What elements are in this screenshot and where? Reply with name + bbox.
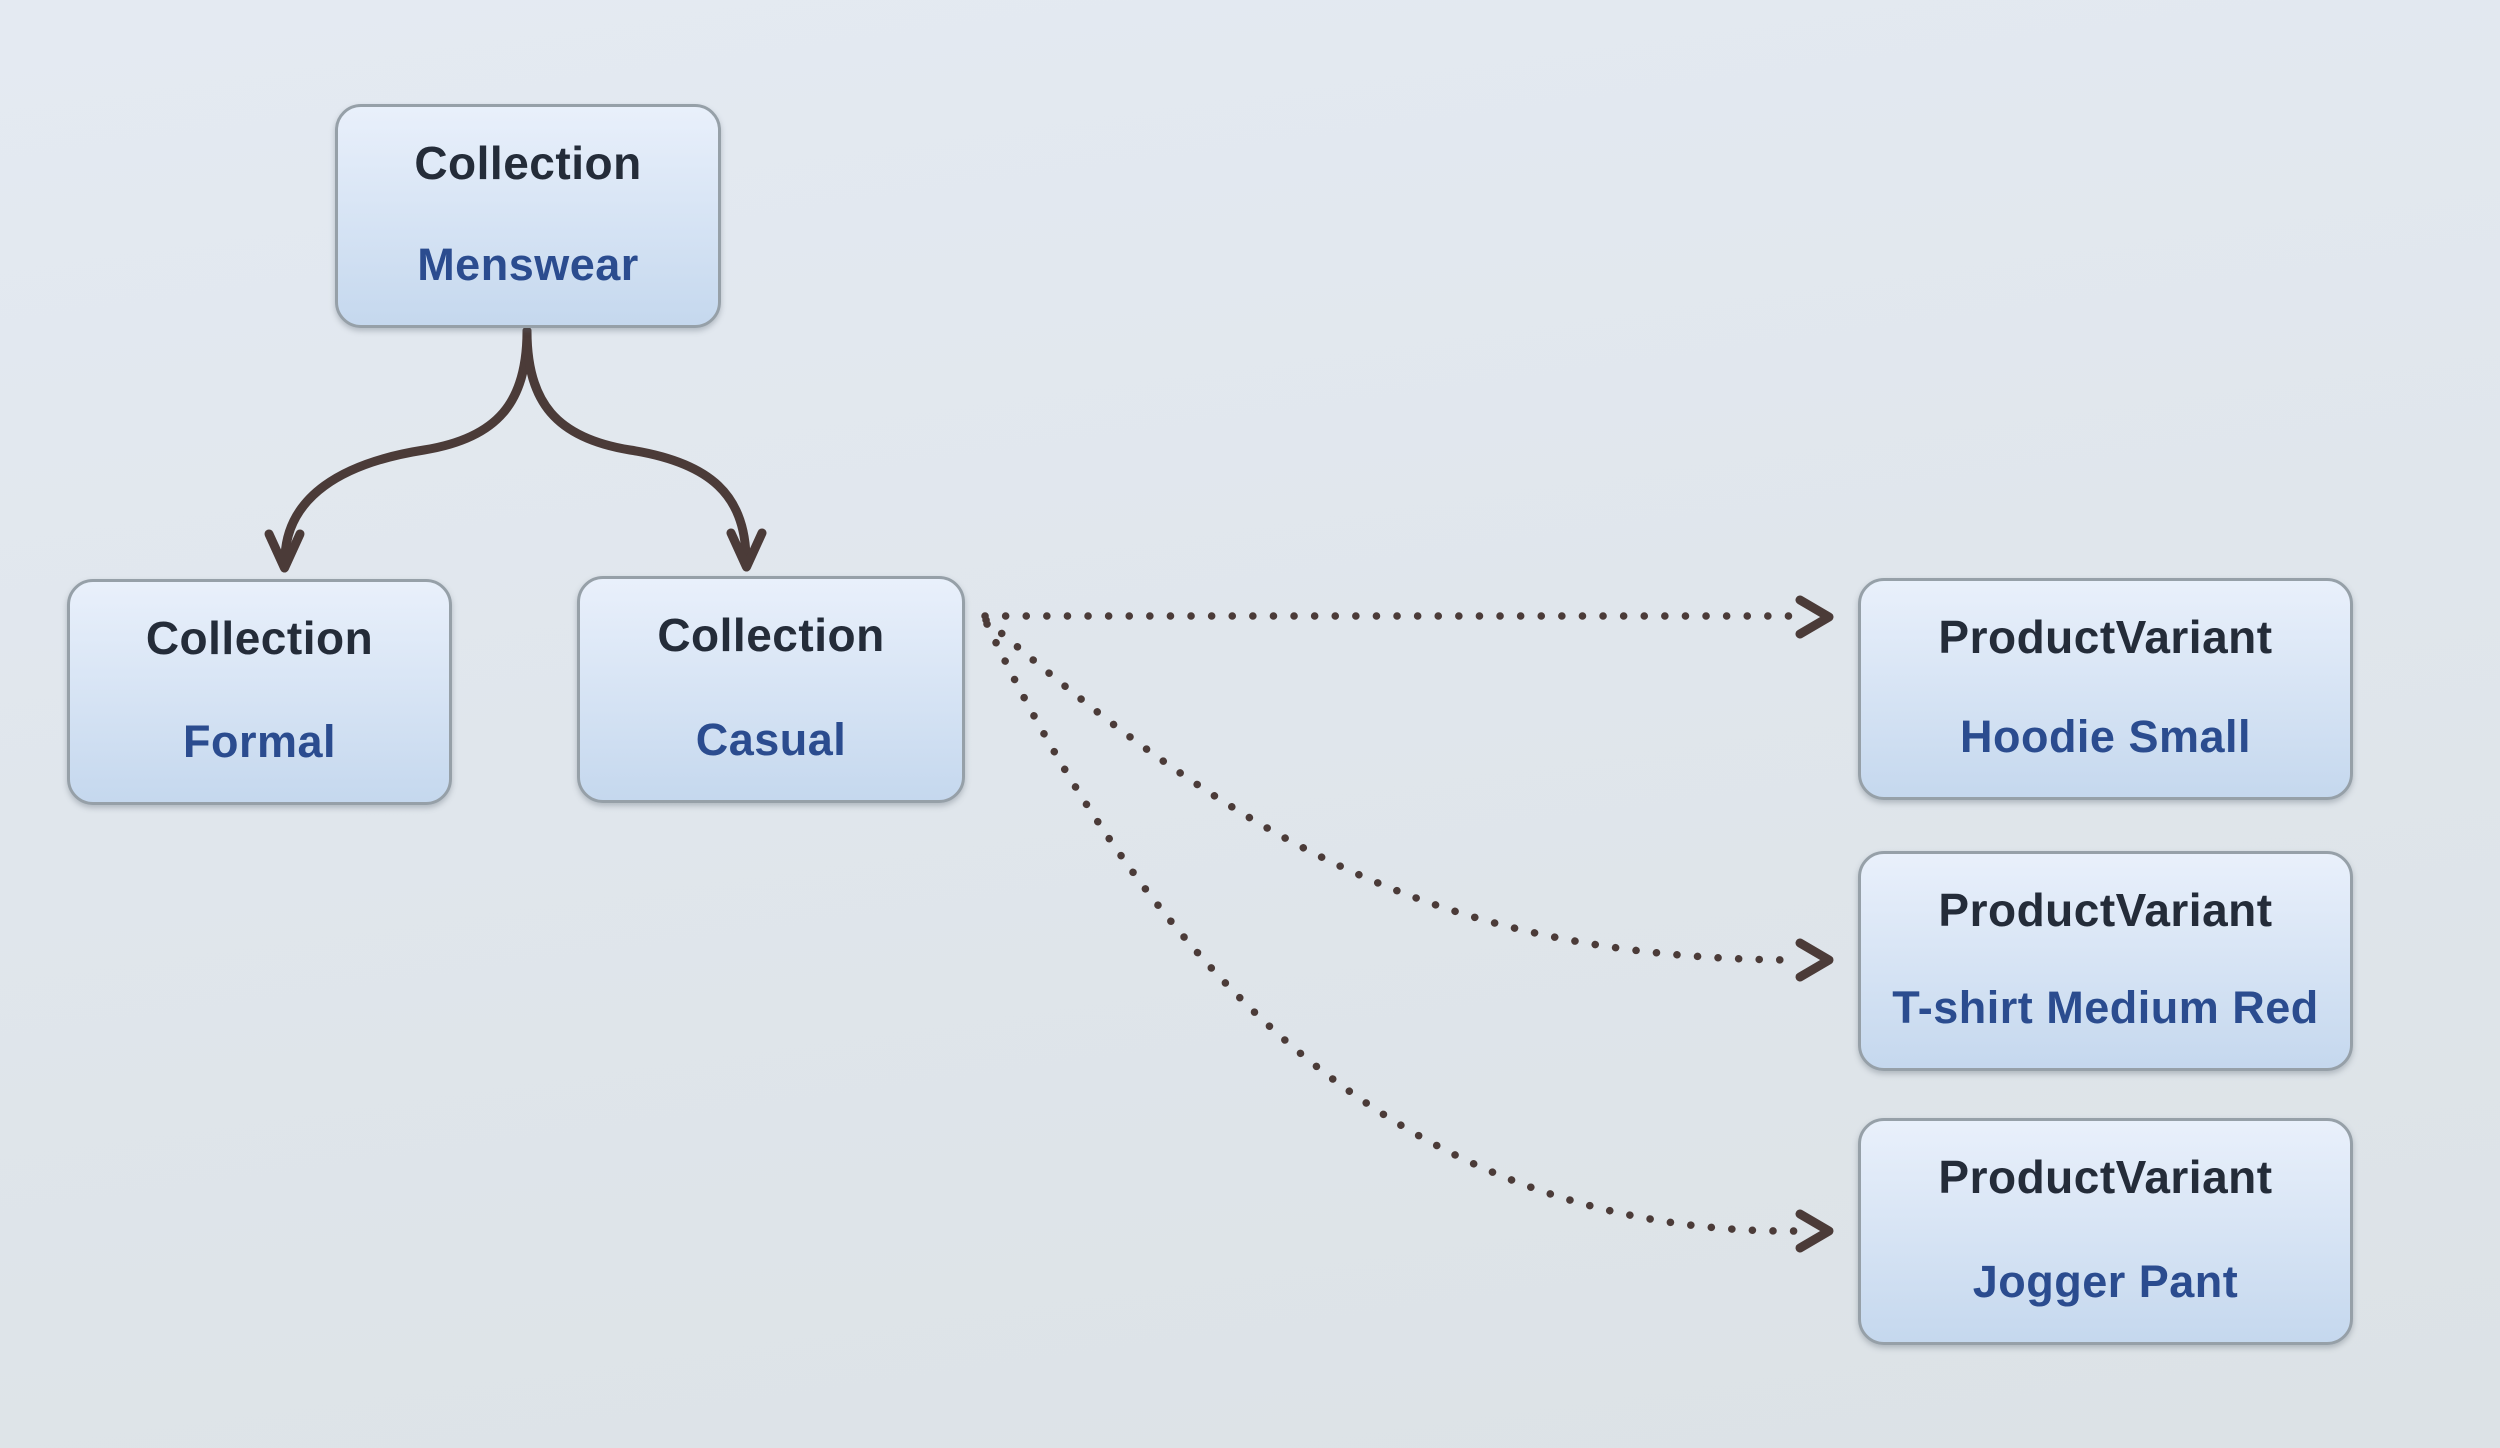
node-collection-menswear: Collection Menswear — [335, 104, 721, 328]
node-type-label: ProductVariant — [1938, 611, 2273, 663]
node-type-label: Collection — [145, 612, 374, 664]
node-name-label: Formal — [182, 716, 337, 767]
edge-casual-hoodie — [981, 595, 1834, 639]
node-name-label: Jogger Pant — [1972, 1256, 2239, 1307]
node-type-label: ProductVariant — [1938, 1151, 2273, 1203]
edge-menswear-formal — [264, 326, 532, 573]
node-type-label: Collection — [657, 609, 885, 661]
node-name-label: Hoodie Small — [1959, 711, 2252, 762]
edge-casual-tshirt — [982, 616, 1834, 982]
node-type-label: Collection — [414, 137, 642, 189]
node-name-label: Menswear — [417, 239, 639, 290]
node-productvariant-hoodie-small: ProductVariant Hoodie Small — [1858, 578, 2353, 800]
node-name-label: T-shirt Medium Red — [1892, 982, 2319, 1033]
edge-casual-jogger — [983, 620, 1834, 1253]
node-collection-formal: Collection Formal — [67, 579, 452, 805]
node-collection-casual: Collection Casual — [577, 576, 965, 803]
edge-menswear-casual — [522, 326, 767, 572]
node-productvariant-jogger-pant: ProductVariant Jogger Pant — [1858, 1118, 2353, 1345]
node-name-label: Casual — [695, 714, 847, 765]
node-productvariant-tshirt-medium-red: ProductVariant T-shirt Medium Red — [1858, 851, 2353, 1071]
node-type-label: ProductVariant — [1938, 884, 2273, 936]
